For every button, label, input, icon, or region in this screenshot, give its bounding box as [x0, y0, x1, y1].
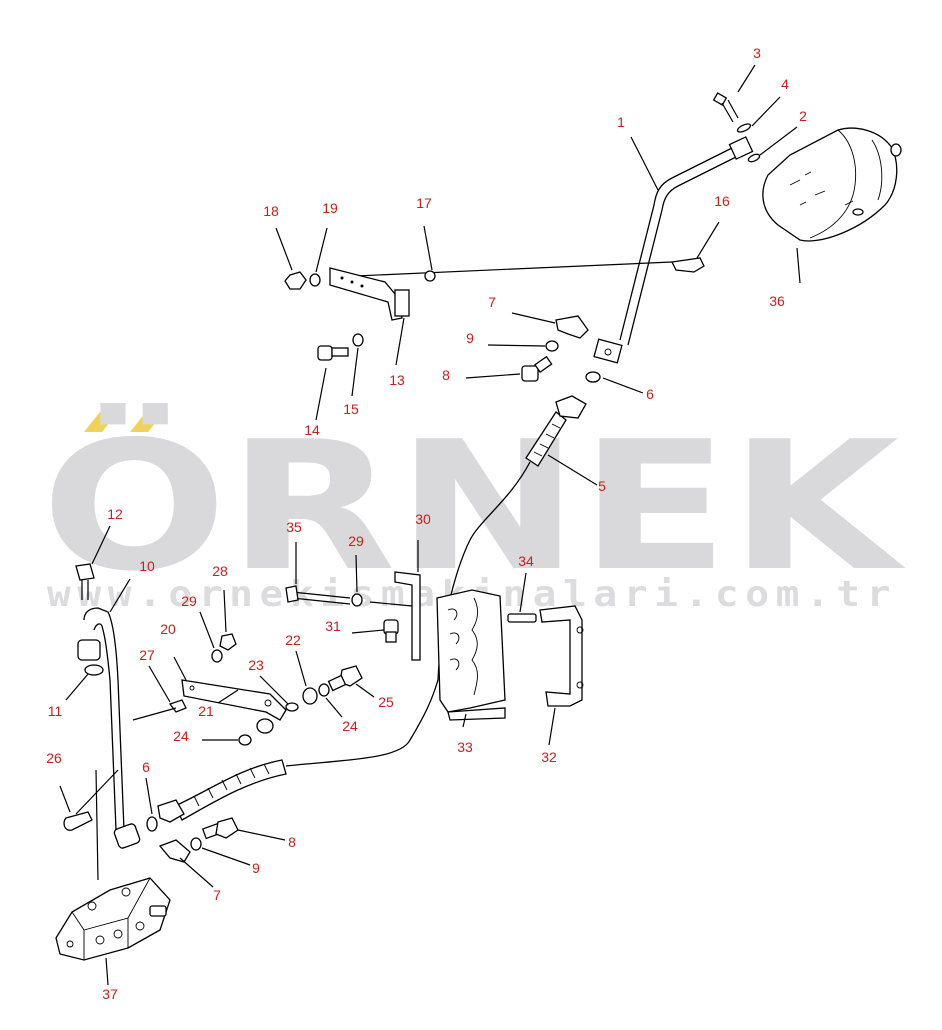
callout-12: 12 — [107, 506, 123, 522]
nut-24-lower — [256, 718, 274, 734]
callout-1: 1 — [617, 114, 625, 130]
callout-24-lower: 24 — [173, 728, 189, 744]
washer-19 — [309, 273, 321, 287]
washer-24-lower — [238, 734, 252, 746]
bolt-31 — [383, 619, 399, 643]
leader-lines — [59, 64, 801, 986]
o-ring-6-lower — [146, 816, 158, 832]
bracket-13 — [329, 267, 410, 321]
callout-29-left: 29 — [181, 593, 197, 609]
callout-18: 18 — [263, 203, 279, 219]
callout-2: 2 — [799, 108, 807, 124]
callout-30: 30 — [415, 511, 431, 527]
callout-28: 28 — [212, 563, 228, 579]
washer-29-left — [211, 649, 223, 663]
callout-33: 33 — [457, 739, 473, 755]
clamp-7-upper — [555, 315, 589, 339]
callout-19: 19 — [322, 200, 338, 216]
callout-34: 34 — [518, 553, 534, 569]
control-valve-37 — [55, 877, 171, 961]
callout-9-upper: 9 — [466, 330, 474, 346]
washer-4 — [736, 123, 752, 133]
washer-22 — [302, 687, 318, 705]
watermark-brand: ÖRNEK — [41, 403, 906, 610]
callout-31: 31 — [325, 618, 341, 634]
callout-21: 21 — [198, 703, 214, 719]
callout-9-lower: 9 — [252, 860, 260, 876]
callout-6-upper: 6 — [646, 386, 654, 402]
grommet-27 — [168, 699, 187, 713]
callout-3: 3 — [753, 45, 761, 61]
clip-16 — [671, 257, 705, 273]
callout-27: 27 — [139, 647, 155, 663]
callout-10: 10 — [139, 558, 155, 574]
watermark-accent-mark — [130, 412, 164, 432]
callout-8-lower: 8 — [288, 834, 296, 850]
callout-7-lower: 7 — [213, 887, 221, 903]
washer-9-lower — [190, 837, 202, 851]
bracket-32 — [539, 605, 584, 707]
callout-5: 5 — [598, 478, 606, 494]
sleeve-34 — [507, 613, 537, 623]
washer-15 — [352, 333, 364, 347]
nut-28 — [219, 633, 237, 651]
grommet-17 — [424, 270, 436, 282]
bolt-35 — [285, 585, 351, 605]
washer-9-upper — [545, 340, 559, 352]
bolt-8-lower — [201, 817, 239, 840]
callout-15: 15 — [343, 401, 359, 417]
callout-20: 20 — [160, 621, 176, 637]
bolt-8-upper — [521, 355, 553, 382]
callouts: 1 2 3 4 5 6 6 7 7 8 8 9 9 10 11 12 13 14… — [46, 45, 807, 1002]
callout-7-upper: 7 — [488, 294, 496, 310]
callout-25: 25 — [378, 694, 394, 710]
callout-4: 4 — [781, 76, 789, 92]
lever-bracket-21 — [181, 679, 287, 721]
pin-23 — [285, 702, 299, 712]
nut-18 — [284, 271, 307, 290]
callout-24-right: 24 — [342, 718, 358, 734]
callout-36: 36 — [769, 293, 785, 309]
callout-13: 13 — [389, 372, 405, 388]
guard-33 — [436, 589, 506, 721]
washer-24-right — [318, 683, 330, 697]
bracket-30 — [369, 571, 421, 661]
hydraulic-tank — [762, 127, 902, 242]
washer-29-mid — [351, 593, 363, 607]
callout-16: 16 — [714, 193, 730, 209]
callout-8-upper: 8 — [442, 367, 450, 383]
o-ring-2 — [747, 153, 761, 163]
callout-26: 26 — [46, 750, 62, 766]
pipe-10 — [77, 607, 141, 849]
callout-6-lower: 6 — [142, 759, 150, 775]
callout-14: 14 — [304, 422, 320, 438]
hose-lower — [157, 679, 439, 823]
o-ring-11 — [84, 664, 104, 676]
callout-35: 35 — [286, 519, 302, 535]
watermark: ÖRNEK www.ornekismakinalari.com.tr — [41, 403, 906, 615]
bolt-14 — [317, 345, 349, 361]
bolt-12 — [75, 563, 95, 600]
callout-29-mid: 29 — [348, 533, 364, 549]
clip-26 — [63, 811, 93, 831]
callout-11: 11 — [48, 703, 63, 719]
callout-17: 17 — [416, 195, 432, 211]
o-ring-6-upper — [585, 371, 601, 383]
callout-32: 32 — [541, 749, 557, 765]
watermark-accent-mark — [84, 412, 118, 432]
callout-22: 22 — [285, 632, 301, 648]
callout-37: 37 — [102, 986, 118, 1002]
bolt-25 — [327, 665, 363, 692]
clamp-7-lower — [158, 839, 191, 863]
pipe-1 — [593, 136, 754, 364]
callout-23: 23 — [248, 657, 264, 673]
bolt-3 — [712, 92, 739, 123]
